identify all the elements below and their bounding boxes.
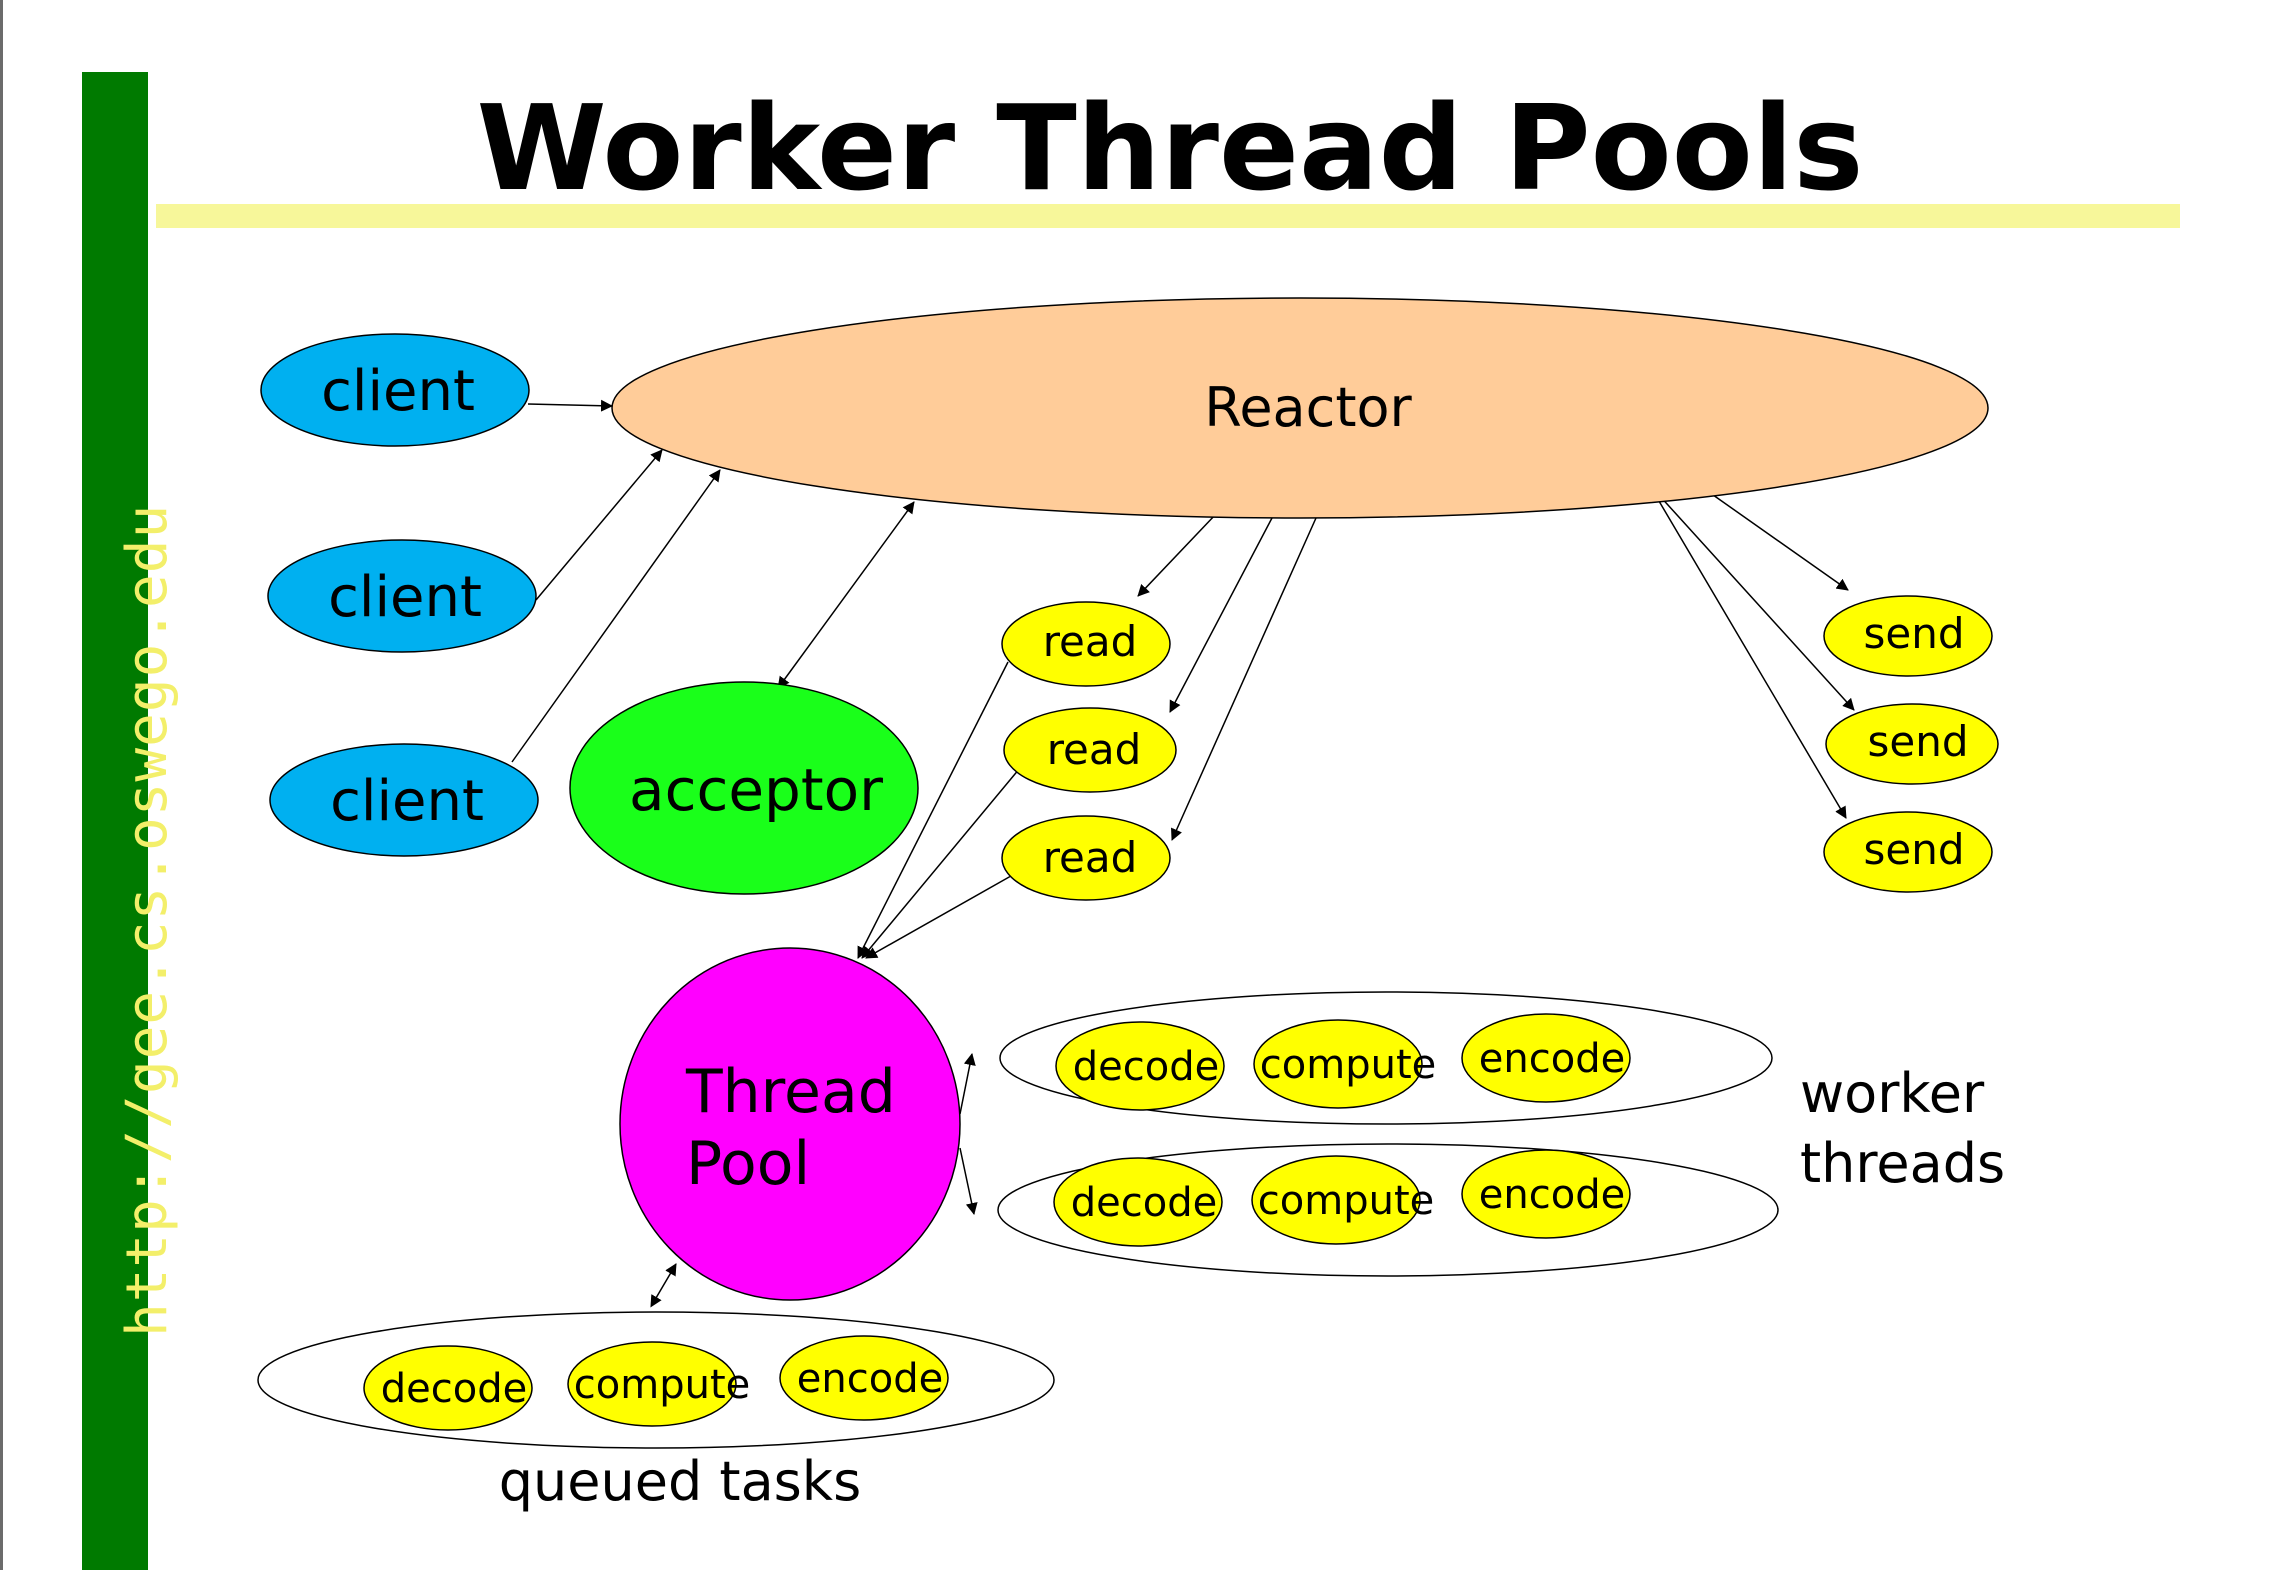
read-label: read bbox=[1047, 725, 1142, 774]
client-ellipse bbox=[267, 539, 537, 653]
decode-label: decode bbox=[1073, 1044, 1219, 1090]
arrow-reactor-read2 bbox=[1169, 517, 1273, 713]
arrow-read2-pool bbox=[861, 767, 1021, 959]
encode-ellipse bbox=[779, 1335, 949, 1421]
worker-threads-label-line1: worker bbox=[1800, 1062, 1985, 1125]
send-label: send bbox=[1867, 717, 1968, 766]
read-label: read bbox=[1043, 617, 1138, 666]
queued-tasks-outline bbox=[257, 1311, 1055, 1449]
thread-pool-label-line2: Pool bbox=[686, 1129, 810, 1199]
encode-label: encode bbox=[797, 1356, 943, 1402]
reactor-label: Reactor bbox=[1204, 376, 1412, 439]
compute-label: compute bbox=[574, 1362, 750, 1408]
encode-label: encode bbox=[1479, 1036, 1625, 1082]
decode-label: decode bbox=[381, 1366, 527, 1412]
send-ellipse bbox=[1823, 811, 1993, 893]
read-ellipse bbox=[1001, 601, 1171, 687]
compute-ellipse bbox=[567, 1341, 737, 1427]
send-label: send bbox=[1863, 609, 1964, 658]
encode-ellipse bbox=[1461, 1149, 1631, 1239]
arrow-pool-worker1 bbox=[959, 1053, 976, 1115]
read-label: read bbox=[1043, 833, 1138, 882]
read-ellipse bbox=[1003, 707, 1177, 793]
read-node-1: read bbox=[1001, 601, 1171, 687]
client-node-3: client bbox=[269, 743, 539, 857]
thread-pool-circle bbox=[619, 947, 961, 1301]
send-ellipse bbox=[1825, 703, 1999, 785]
compute-ellipse bbox=[1251, 1155, 1421, 1245]
send-node-3: send bbox=[1823, 811, 1993, 893]
compute-ellipse bbox=[1253, 1019, 1423, 1109]
send-node-2: send bbox=[1825, 703, 1999, 785]
client-label: client bbox=[330, 769, 484, 834]
title-underline bbox=[156, 204, 2180, 228]
client-node-1: client bbox=[260, 333, 530, 447]
queued-tasks-label: queued tasks bbox=[499, 1450, 861, 1513]
reactor-ellipse bbox=[611, 297, 1989, 519]
acceptor-ellipse bbox=[569, 681, 919, 895]
send-node-1: send bbox=[1823, 595, 1993, 677]
read-node-3: read bbox=[1001, 815, 1171, 901]
arrow-reactor-send2 bbox=[1657, 493, 1855, 711]
arrow-read1-pool bbox=[857, 661, 1009, 959]
side-bar bbox=[82, 72, 148, 1570]
acceptor-node: acceptor bbox=[569, 681, 919, 895]
compute-label: compute bbox=[1260, 1042, 1436, 1088]
arrow-client1-reactor bbox=[527, 399, 613, 412]
arrow-reactor-send1 bbox=[1705, 489, 1849, 591]
arrow-reactor-read1 bbox=[1137, 513, 1217, 597]
encode-ellipse bbox=[1461, 1013, 1631, 1103]
worker-thread-outline bbox=[999, 991, 1773, 1125]
decode-label: decode bbox=[1071, 1180, 1217, 1226]
decode-ellipse bbox=[1055, 1021, 1225, 1111]
worker-thread-outline bbox=[997, 1143, 1779, 1277]
thread-pool-label-line1: Thread bbox=[685, 1057, 896, 1127]
worker-thread-2: decode compute encode bbox=[997, 1143, 1779, 1277]
client-node-2: client bbox=[267, 539, 537, 653]
arrow-queue-pool bbox=[650, 1263, 677, 1308]
read-ellipse bbox=[1001, 815, 1171, 901]
decode-ellipse bbox=[1053, 1157, 1223, 1247]
worker-threads-label-line2: threads bbox=[1800, 1132, 2005, 1195]
arrow-pool-worker2 bbox=[959, 1147, 978, 1215]
arrow-client3-reactor bbox=[511, 469, 721, 763]
decode-ellipse bbox=[363, 1345, 533, 1431]
arrow-reactor-read3 bbox=[1171, 517, 1317, 841]
left-border-line bbox=[0, 0, 3, 1570]
send-label: send bbox=[1863, 825, 1964, 874]
arrow-reactor-send3 bbox=[1655, 495, 1847, 819]
acceptor-label: acceptor bbox=[629, 756, 883, 824]
worker-thread-1: decode compute encode bbox=[999, 991, 1773, 1125]
page-title: Worker Thread Pools bbox=[476, 79, 1864, 217]
queued-tasks-group: decode compute encode bbox=[257, 1311, 1055, 1449]
arrow-read3-pool bbox=[865, 871, 1019, 959]
reactor-node: Reactor bbox=[611, 297, 1989, 519]
client-ellipse bbox=[260, 333, 530, 447]
client-ellipse bbox=[269, 743, 539, 857]
client-label: client bbox=[321, 359, 475, 424]
encode-label: encode bbox=[1479, 1172, 1625, 1218]
client-label: client bbox=[328, 565, 482, 630]
compute-label: compute bbox=[1258, 1178, 1434, 1224]
send-ellipse bbox=[1823, 595, 1993, 677]
connectors bbox=[511, 399, 1855, 1308]
arrow-client2-reactor bbox=[535, 449, 663, 601]
read-node-2: read bbox=[1003, 707, 1177, 793]
arrow-acceptor-reactor bbox=[777, 501, 915, 689]
thread-pool-node: Thread Pool bbox=[619, 947, 961, 1301]
